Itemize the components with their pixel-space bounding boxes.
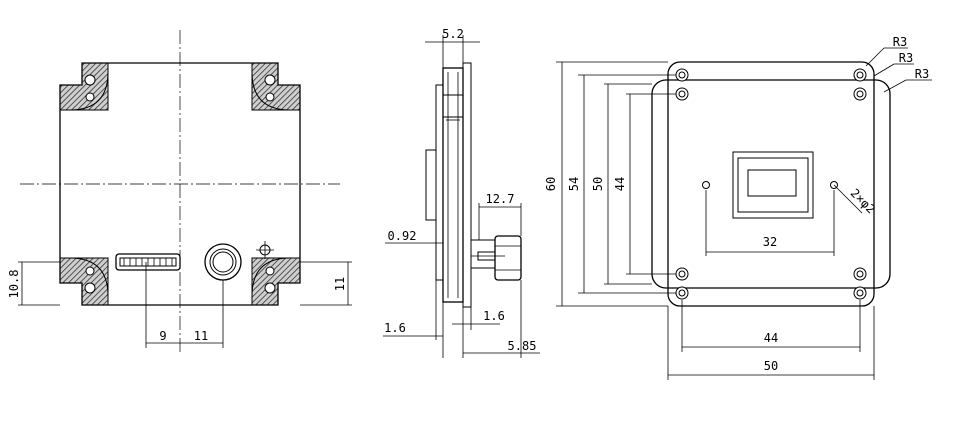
dim-44-horizontal-label: 44 (764, 331, 778, 345)
dim-5-85-label: 5.85 (508, 339, 537, 353)
front-view: 10.8 11 9 11 (7, 30, 352, 355)
back-plate (651, 79, 891, 289)
front-body-inner-curve-tl (60, 63, 109, 111)
side-front-flange (462, 62, 472, 308)
corner-boss-bottom-right (251, 257, 301, 306)
dim-10-8-label: 10.8 (7, 270, 21, 299)
side-rear-boss (435, 84, 444, 281)
front-body-outline (59, 62, 301, 306)
side-main-plate (442, 67, 464, 303)
dim-0-92-label: 0.92 (388, 229, 417, 243)
dim-50-horizontal-label: 50 (764, 359, 778, 373)
hole (264, 282, 276, 294)
dim-1-6-right-label: 1.6 (483, 309, 505, 323)
radius-callout-1: R3 (893, 35, 907, 49)
dim-44-vertical-label: 44 (613, 177, 627, 191)
dim-11-horizontal-label: 11 (194, 329, 208, 343)
sensor-die (747, 169, 797, 197)
hole (84, 74, 96, 86)
side-connector (470, 235, 522, 281)
hole (264, 74, 276, 86)
corner-boss-bottom-left (59, 257, 109, 306)
radius-callout-3: R3 (915, 67, 929, 81)
back-view: R3 R3 R3 2×φ2 60 54 50 44 32 (544, 35, 932, 380)
front-mounting-holes (84, 74, 276, 294)
hole (84, 282, 96, 294)
sensor-window-outer (732, 151, 814, 219)
front-body-inner-curve-tr (251, 63, 300, 111)
radius-callout-2: R3 (899, 51, 913, 65)
hole (265, 92, 275, 102)
front-body-inner-curve-br (251, 257, 300, 305)
corner-boss-top-right (251, 62, 301, 111)
dim-5-2-label: 5.2 (442, 27, 464, 41)
dim-1-6-left-label: 1.6 (384, 321, 406, 335)
corner-boss-top-left (59, 62, 109, 111)
round-connector (204, 243, 242, 281)
usb-connector (115, 253, 181, 271)
side-sensor-protrusion (425, 149, 437, 221)
front-body-inner-curve-bl (60, 257, 109, 305)
side-view: 5.2 12.7 0.92 (383, 27, 540, 358)
hole (85, 266, 95, 276)
dim-12-7-label: 12.7 (486, 192, 515, 206)
dim-11-vertical-label: 11 (333, 277, 347, 291)
hole (265, 266, 275, 276)
dim-50-label: 50 (591, 177, 605, 191)
dim-54-label: 54 (567, 177, 581, 191)
back-outer-square (667, 61, 875, 307)
hole (85, 92, 95, 102)
back-mounting-holes (675, 68, 867, 300)
status-led (256, 241, 274, 259)
dim-9-label: 9 (159, 329, 166, 343)
dim-32-label: 32 (763, 235, 777, 249)
dim-60-label: 60 (544, 177, 558, 191)
locating-hole-left (702, 181, 710, 189)
